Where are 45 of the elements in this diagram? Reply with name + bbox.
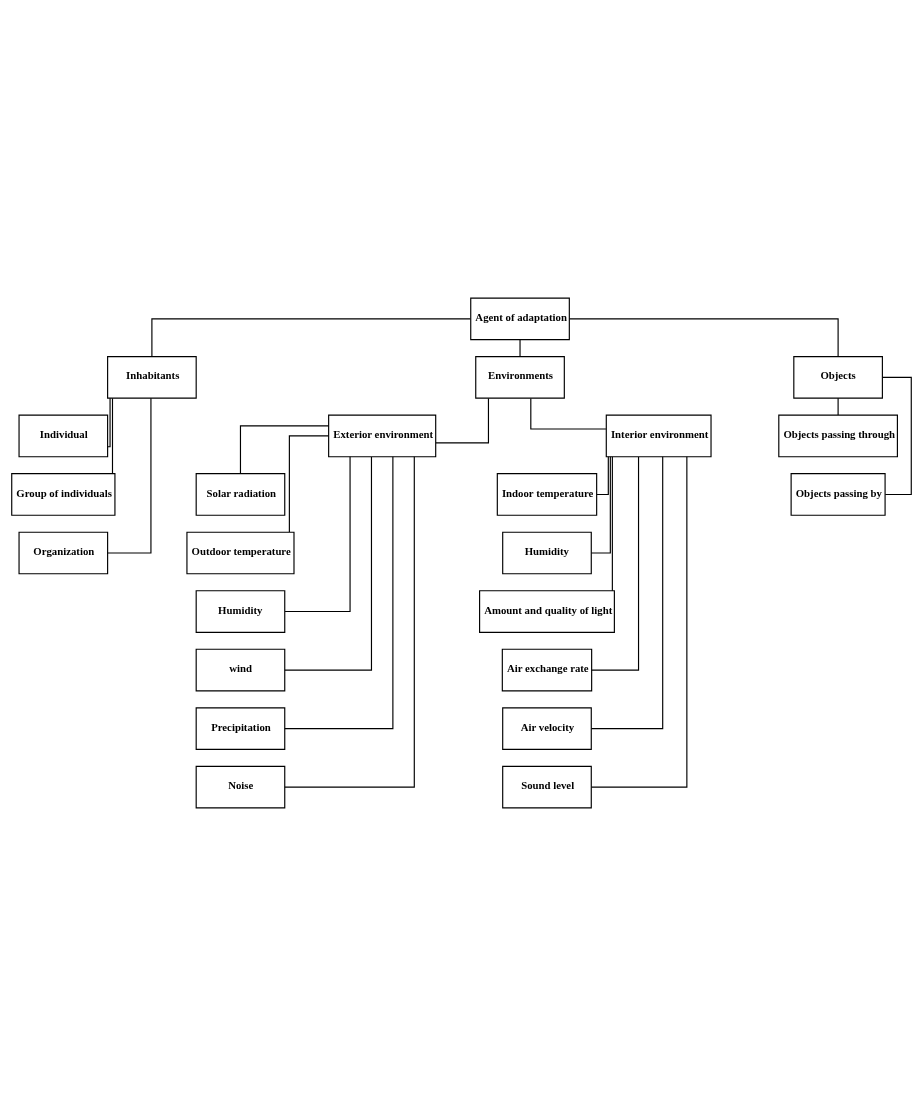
connector — [530, 397, 607, 430]
node-box: Environments — [475, 356, 565, 399]
node-box: Humidity — [502, 531, 592, 575]
connector — [590, 456, 611, 554]
node-box: Inhabitants — [107, 356, 197, 399]
node-box: wind — [195, 648, 286, 692]
connector — [239, 425, 330, 475]
node-box: Individual — [18, 414, 109, 458]
connector — [837, 397, 839, 416]
connector — [284, 456, 415, 788]
connector — [596, 456, 609, 496]
connector — [284, 456, 373, 671]
node-box: Solar radiation — [195, 473, 286, 516]
node-box: Objects — [793, 356, 883, 399]
node-box: Precipitation — [195, 707, 286, 750]
node-box: Indoor temperature — [496, 473, 598, 516]
connector — [611, 456, 613, 592]
node-box: Agent of adaptation — [470, 297, 570, 341]
node-box: Exterior environment — [328, 414, 437, 458]
node-box: Air velocity — [502, 707, 592, 750]
connector — [111, 397, 114, 475]
connector — [107, 397, 152, 554]
connector — [590, 456, 688, 788]
node-box: Objects passing through — [778, 414, 898, 458]
connector — [568, 318, 839, 358]
node-box: Humidity — [195, 590, 286, 633]
connector — [591, 456, 640, 671]
node-box: Sound level — [502, 765, 592, 809]
connector — [881, 376, 912, 496]
node-box: Amount and quality of light — [479, 590, 615, 633]
node-box: Organization — [18, 531, 109, 575]
connector — [107, 397, 111, 448]
node-box: Noise — [195, 765, 286, 809]
node-box: Interior environment — [605, 414, 712, 458]
connector — [519, 339, 521, 358]
node-box: Outdoor temperature — [186, 531, 295, 575]
connector — [284, 456, 351, 613]
connector — [590, 456, 664, 730]
connector — [288, 435, 330, 533]
connector — [284, 456, 394, 730]
node-box: Objects passing by — [790, 473, 886, 516]
node-box: Air exchange rate — [501, 648, 593, 692]
node-box: Group of individuals — [11, 473, 116, 516]
connector — [435, 397, 490, 444]
connector — [151, 318, 471, 358]
